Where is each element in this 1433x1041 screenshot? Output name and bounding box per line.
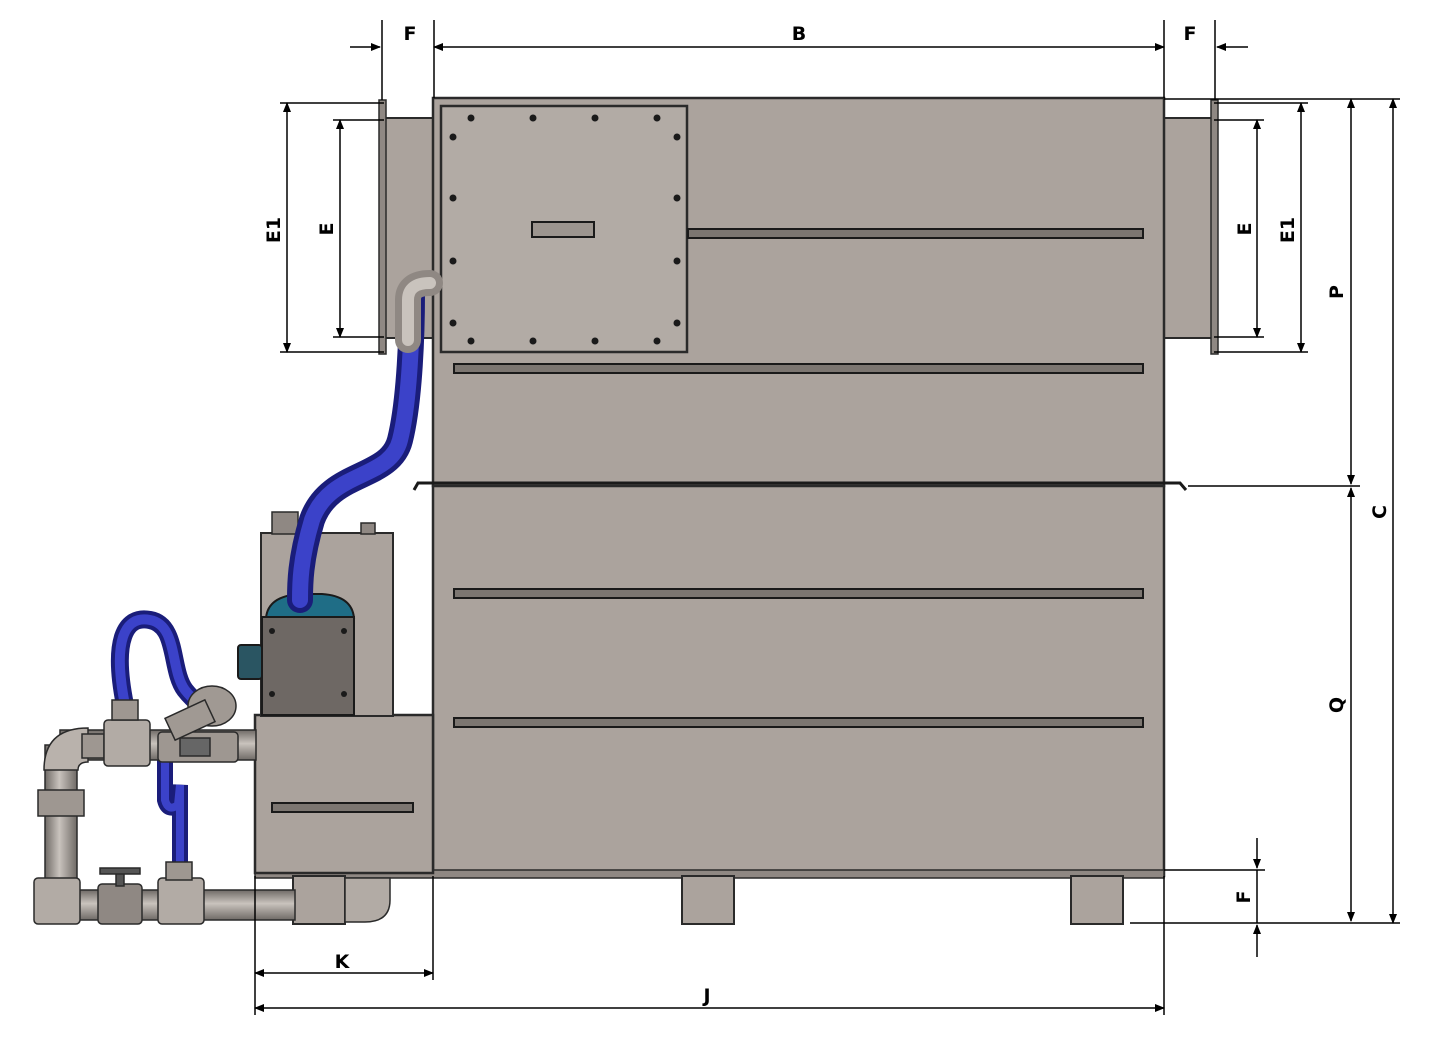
dim-b: B bbox=[792, 23, 806, 45]
right-duct bbox=[1163, 117, 1215, 339]
dimension-lines bbox=[254, 20, 1400, 1015]
leg-2 bbox=[681, 875, 735, 925]
side-unit bbox=[237, 511, 435, 875]
mid-flange bbox=[412, 481, 1188, 491]
pump-body bbox=[261, 616, 355, 716]
right-duct-flange bbox=[1210, 99, 1219, 355]
reservoir-nub bbox=[360, 522, 376, 535]
dim-e1-left: E1 bbox=[263, 217, 285, 243]
side-tank bbox=[253, 713, 435, 875]
dim-f-right: F bbox=[1184, 23, 1197, 45]
dim-k: K bbox=[335, 951, 351, 973]
main-tank bbox=[254, 96, 1219, 925]
dim-p: P bbox=[1326, 285, 1348, 299]
side-tank-rail bbox=[271, 802, 414, 813]
tank-rails bbox=[453, 228, 1144, 728]
panel-handle bbox=[531, 221, 595, 238]
piping bbox=[33, 685, 391, 925]
panel-bolts bbox=[449, 114, 681, 345]
pump-bolts bbox=[269, 628, 347, 697]
leg-1 bbox=[292, 875, 346, 925]
dimension-labels: F B F E1 E E E1 P C Q F K J bbox=[263, 23, 1391, 1007]
lower-housing bbox=[431, 484, 1166, 878]
pump-port bbox=[237, 644, 263, 680]
dim-j: J bbox=[701, 985, 710, 1007]
dim-e1-right: E1 bbox=[1277, 217, 1299, 243]
dim-f-bottom: F bbox=[1233, 891, 1255, 904]
dim-e-left: E bbox=[316, 223, 338, 236]
dim-c: C bbox=[1369, 505, 1391, 519]
dim-q: Q bbox=[1326, 697, 1348, 713]
dim-f-left: F bbox=[404, 23, 417, 45]
left-duct-flange bbox=[378, 99, 387, 355]
dim-e-right: E bbox=[1234, 223, 1256, 236]
reservoir-cap bbox=[271, 511, 299, 535]
leg-3 bbox=[1070, 875, 1124, 925]
